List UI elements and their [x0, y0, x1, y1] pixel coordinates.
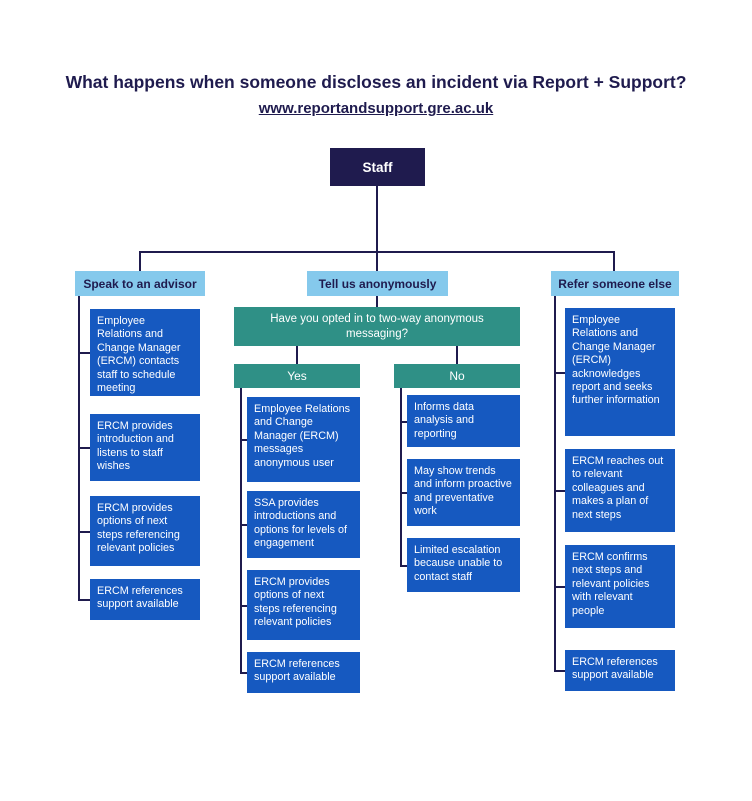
- connector-line: [400, 565, 407, 567]
- branch-header-speak-to-advisor: Speak to an advisor: [75, 271, 205, 296]
- branch-header-tell-us-anonymously: Tell us anonymously: [307, 271, 448, 296]
- connector-line: [400, 492, 407, 494]
- connector-line: [554, 490, 565, 492]
- connector-line: [78, 447, 90, 449]
- flow-step: ERCM provides options of next steps refe…: [90, 496, 200, 566]
- yes-node: Yes: [234, 364, 360, 388]
- connector-line: [554, 372, 565, 374]
- connector-line: [376, 186, 378, 252]
- flow-step: ERCM reaches out to relevant colleagues …: [565, 449, 675, 532]
- connector-line: [400, 388, 402, 565]
- flow-step: May show trends and inform proactive and…: [407, 459, 520, 526]
- staff-node: Staff: [330, 148, 425, 186]
- connector-line: [376, 296, 378, 307]
- connector-line: [613, 251, 615, 272]
- connector-line: [78, 352, 90, 354]
- connector-line: [240, 605, 247, 607]
- flow-step: Employee Relations and Change Manager (E…: [90, 309, 200, 396]
- connector-line: [554, 586, 565, 588]
- connector-line: [554, 296, 556, 670]
- flow-step: ERCM provides introduction and listens t…: [90, 414, 200, 481]
- question-node: Have you opted in to two-way anonymous m…: [234, 307, 520, 346]
- report-support-link[interactable]: www.reportandsupport.gre.ac.uk: [258, 100, 494, 117]
- flow-step: Employee Relations and Change Manager (E…: [247, 397, 360, 482]
- flow-step: Informs data analysis and reporting: [407, 395, 520, 447]
- flow-step: Employee Relations and Change Manager (E…: [565, 308, 675, 436]
- connector-line: [400, 421, 407, 423]
- connector-line: [139, 251, 141, 272]
- branch-header-refer-someone-else: Refer someone else: [551, 271, 679, 296]
- connector-line: [78, 599, 90, 601]
- connector-line: [554, 670, 565, 672]
- connector-line: [456, 346, 458, 365]
- no-node: No: [394, 364, 520, 388]
- flow-step: ERCM confirms next steps and relevant po…: [565, 545, 675, 628]
- connector-line: [240, 439, 247, 441]
- connector-line: [240, 388, 242, 672]
- page-title: What happens when someone discloses an i…: [65, 72, 687, 92]
- flow-step: ERCM references support available: [90, 579, 200, 620]
- connector-line: [376, 251, 378, 272]
- connector-line: [78, 531, 90, 533]
- flow-step: ERCM references support available: [565, 650, 675, 691]
- flow-step: Limited escalation because unable to con…: [407, 538, 520, 592]
- flow-step: SSA provides introductions and options f…: [247, 491, 360, 558]
- connector-line: [240, 524, 247, 526]
- flow-step: ERCM provides options of next steps refe…: [247, 570, 360, 640]
- flow-step: ERCM references support available: [247, 652, 360, 693]
- connector-line: [240, 672, 247, 674]
- connector-line: [296, 346, 298, 365]
